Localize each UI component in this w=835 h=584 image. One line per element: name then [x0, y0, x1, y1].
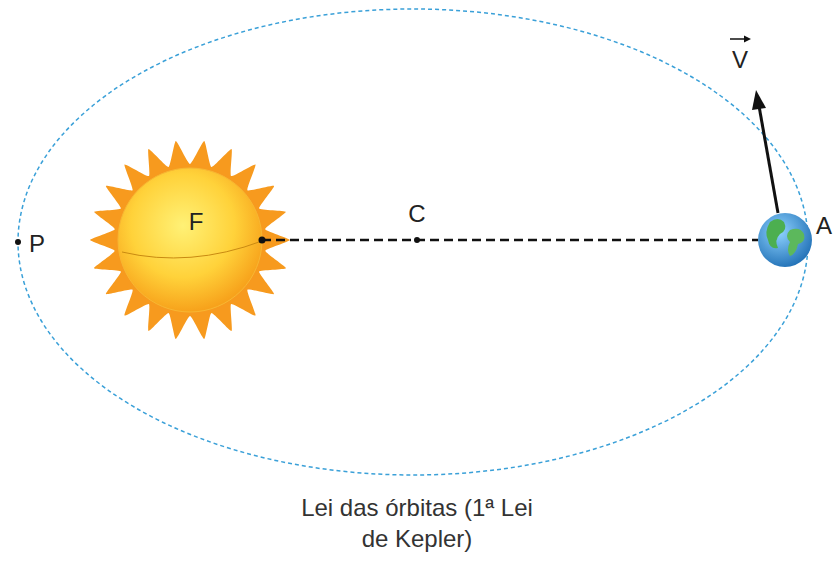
velocity-vector: [759, 106, 778, 213]
aphelion-label: A: [816, 212, 832, 241]
center-label: C: [408, 200, 425, 229]
earth-land: [766, 219, 785, 248]
sun-rays: [90, 141, 290, 339]
major-axis: [262, 239, 758, 242]
caption: Lei das órbitas (1ª Lei de Kepler): [297, 492, 537, 554]
vector-mark-head: [744, 36, 751, 43]
earth-land: [787, 229, 804, 256]
vector-mark: [730, 38, 746, 40]
earth: [758, 213, 812, 267]
sun: [90, 141, 290, 339]
focus-dot: [259, 237, 266, 244]
orbit-ellipse: [18, 9, 808, 475]
velocity-label: V: [732, 46, 748, 75]
sun-body: [118, 168, 262, 312]
earth-ocean: [758, 213, 812, 267]
center-dot: [414, 237, 420, 243]
velocity-arrowhead: [752, 90, 766, 110]
perihelion-label: P: [29, 230, 45, 259]
focus-label: F: [189, 208, 204, 237]
perihelion-dot: [15, 239, 21, 245]
sun-equator: [122, 241, 262, 258]
